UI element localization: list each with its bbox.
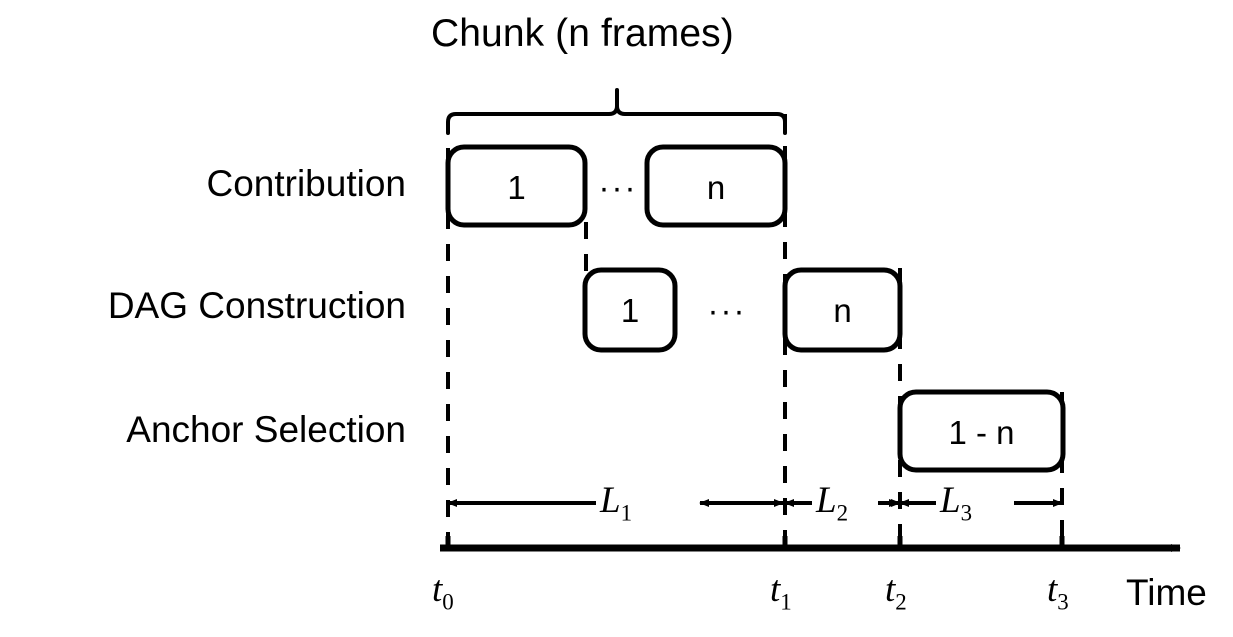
- box-dag-n: [782, 267, 903, 353]
- duration-label-l2-name: L: [816, 480, 837, 521]
- box-label-anchor-1-n: 1 - n: [948, 414, 1015, 451]
- row-label-dag-construction: DAG Construction: [107, 285, 406, 326]
- contribution-ellipsis: ···: [598, 169, 638, 206]
- box-dag-1: [582, 267, 678, 353]
- box-label-dag-1: 1: [620, 292, 640, 329]
- duration-label-l1-sub: 1: [620, 500, 633, 526]
- duration-label-l3-sub: 3: [960, 500, 973, 526]
- row-label-contribution: Contribution: [206, 163, 406, 204]
- tick-label-t0: t0: [432, 569, 454, 613]
- box-label-contribution-n: n: [706, 169, 726, 206]
- page-title: Chunk (n frames): [431, 12, 734, 55]
- box-contribution-n: [644, 144, 788, 228]
- duration-label-l1: L1: [600, 480, 632, 524]
- tick-label-t1-name: t: [770, 569, 781, 610]
- duration-label-l2: L2: [816, 480, 848, 524]
- duration-label-l3: L3: [940, 480, 972, 524]
- duration-label-l2-sub: 2: [836, 500, 849, 526]
- tick-label-t3: t3: [1047, 569, 1069, 613]
- tick-label-t2: t2: [885, 569, 907, 613]
- duration-label-l3-name: L: [940, 480, 961, 521]
- tick-label-t0-sub: 0: [442, 589, 454, 615]
- chunk-brace: [446, 88, 787, 135]
- tick-label-t1-sub: 1: [780, 589, 792, 615]
- tick-label-t3-name: t: [1047, 569, 1058, 610]
- box-label-dag-n: n: [833, 292, 852, 329]
- axis-label-time: Time: [1126, 572, 1207, 613]
- tick-label-t1: t1: [770, 569, 792, 613]
- tick-label-t0-name: t: [432, 569, 443, 610]
- dag-ellipsis: ···: [707, 292, 747, 329]
- box-label-contribution-1: 1: [507, 169, 526, 206]
- duration-label-l1-name: L: [600, 480, 621, 521]
- axis-ticks: [445, 536, 1065, 548]
- time-axis: [440, 536, 1181, 552]
- tick-label-t2-name: t: [885, 569, 896, 610]
- tick-label-t3-sub: 3: [1057, 589, 1069, 615]
- box-contribution-1: [445, 144, 588, 228]
- box-anchor-1-n: [897, 389, 1066, 473]
- task-boxes: [445, 144, 1066, 473]
- tick-label-t2-sub: 2: [895, 589, 907, 615]
- row-label-anchor-selection: Anchor Selection: [126, 409, 406, 450]
